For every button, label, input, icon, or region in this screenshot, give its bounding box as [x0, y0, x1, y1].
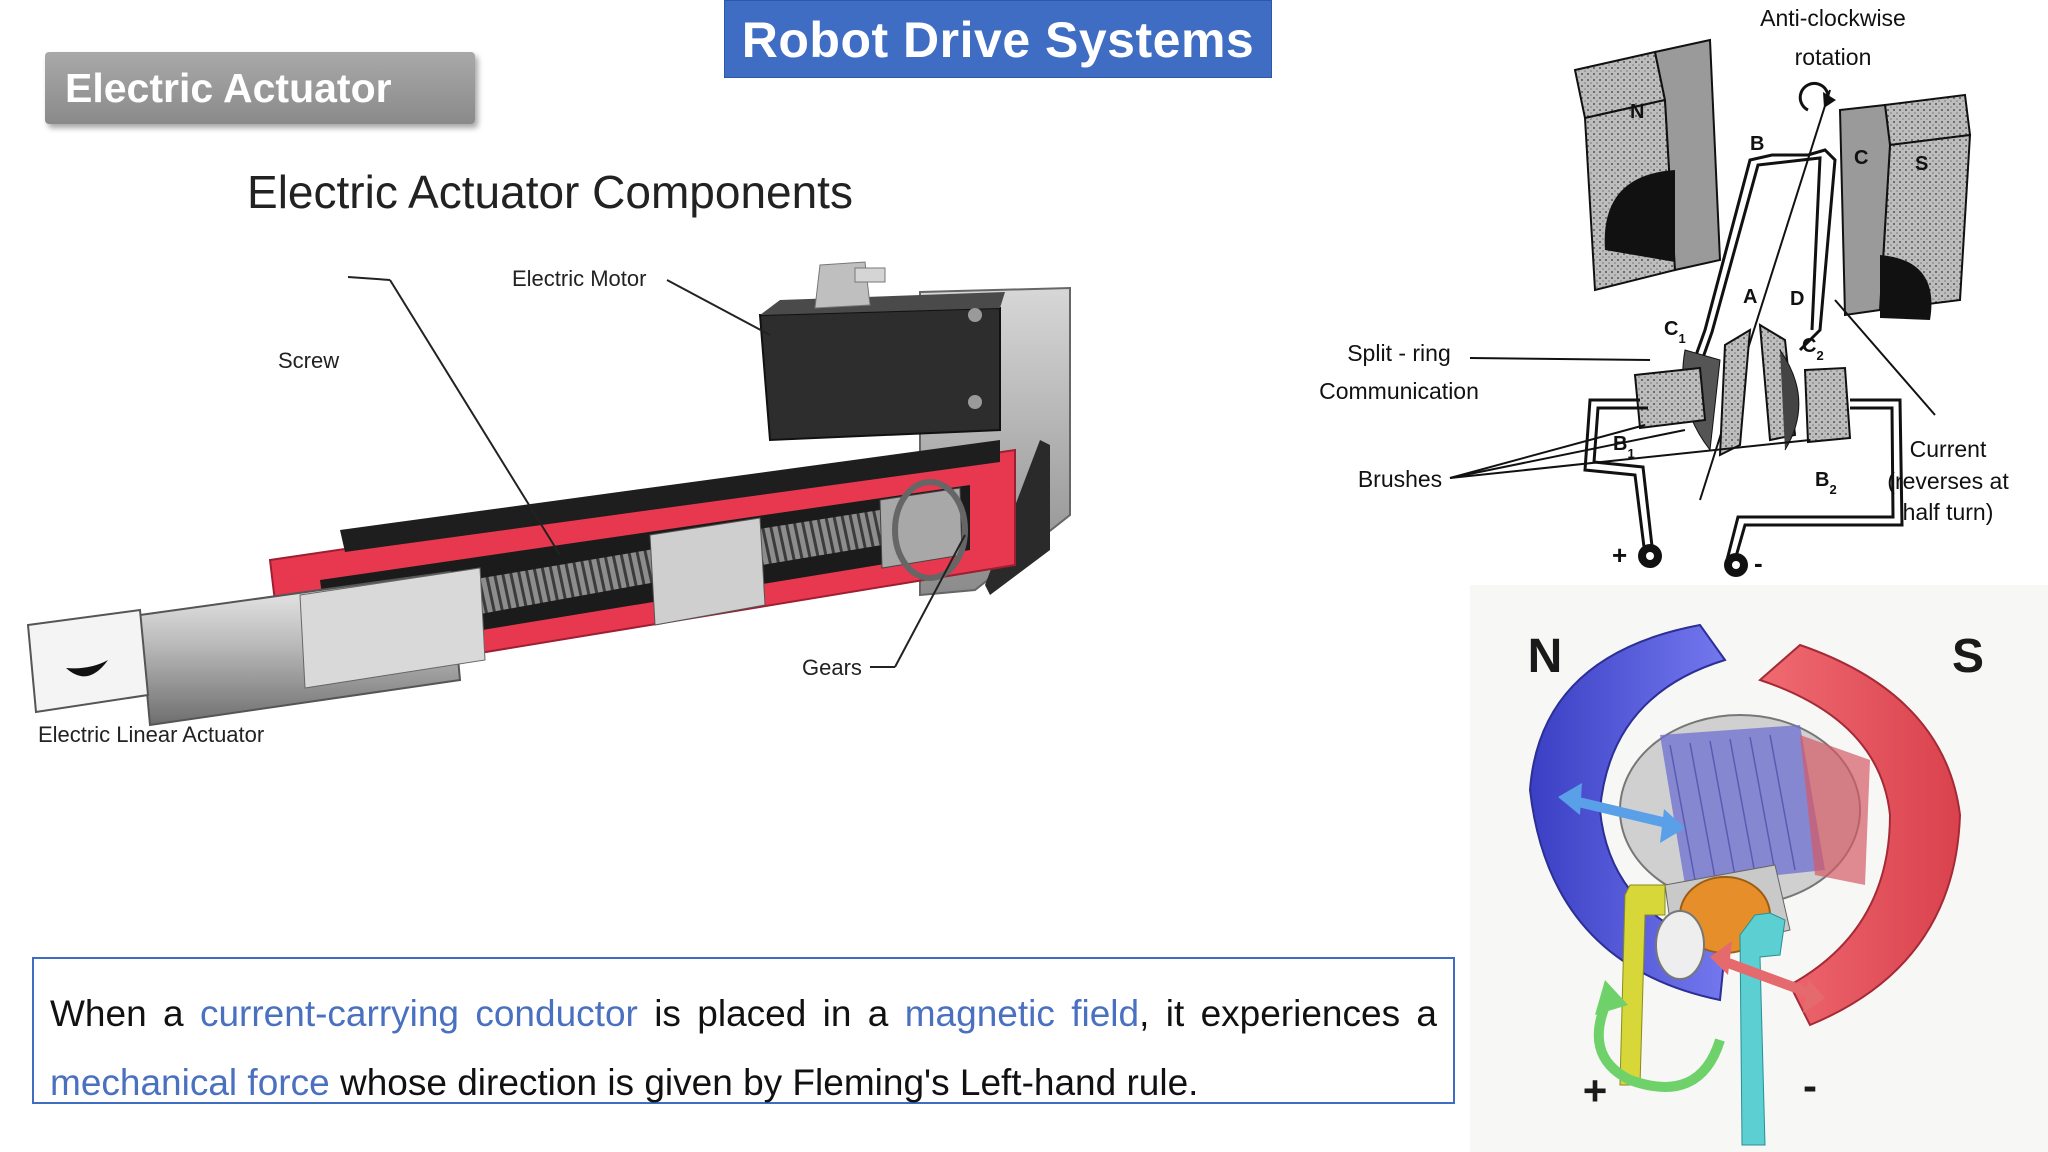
dc-pole-s: S — [1915, 153, 1928, 175]
label-gears: Gears — [802, 655, 862, 680]
info-text-4: whose direction is given by Fleming's Le… — [329, 1062, 1199, 1103]
north-pole-magnet: N — [1573, 38, 1722, 292]
rotation-label-line1: Anti-clockwise — [1760, 5, 1906, 31]
principle-text-box: When a current-carrying conductor is pla… — [32, 957, 1455, 1104]
current-label-line3: half turn) — [1903, 499, 1994, 525]
point-b2: B2 — [1815, 469, 1837, 497]
point-d: D — [1790, 288, 1804, 310]
point-c2: C2 — [1802, 335, 1824, 363]
dc-terminal-plus: + — [1612, 540, 1627, 570]
label-electric-motor: Electric Motor — [512, 266, 646, 291]
rotation-label-line2: rotation — [1795, 44, 1872, 70]
dc-motor-principle-diagram: N S Anti-clockwise rotation Split - ring… — [1319, 5, 2009, 578]
point-c: C — [1854, 147, 1868, 169]
info-text-1: When a — [50, 993, 200, 1034]
dc-motor-3d-diagram: N S + - — [1470, 585, 2048, 1152]
brushes-label: Brushes — [1358, 466, 1442, 492]
current-label-line2: (reverses at — [1887, 468, 2009, 494]
page-title: Robot Drive Systems — [724, 0, 1272, 78]
section-badge: Electric Actuator — [45, 52, 475, 124]
highlight-current-carrying-conductor: current-carrying conductor — [199, 993, 638, 1034]
current-label-line1: Current — [1910, 436, 1987, 462]
info-text-3: , it experiences a — [1139, 993, 1438, 1034]
label-screw: Screw — [278, 348, 339, 373]
motor-3d-terminal-plus: + — [1583, 1067, 1608, 1114]
motor-3d-pole-s: S — [1952, 630, 1984, 683]
split-ring-label-line1: Split - ring — [1347, 340, 1451, 366]
south-pole-magnet: S — [1838, 93, 1972, 320]
point-b1: B1 — [1613, 433, 1635, 461]
highlight-magnetic-field: magnetic field — [904, 993, 1140, 1034]
dc-terminal-minus: - — [1754, 548, 1763, 578]
info-text-2: is placed in a — [637, 993, 905, 1034]
actuator-heading: Electric Actuator Components — [247, 166, 853, 218]
actuator-caption: Electric Linear Actuator — [38, 722, 264, 747]
point-c1: C1 — [1664, 318, 1686, 346]
point-a: A — [1743, 286, 1757, 308]
point-b: B — [1750, 133, 1764, 155]
highlight-mechanical-force: mechanical force — [50, 1062, 330, 1103]
dc-pole-n: N — [1630, 101, 1644, 123]
electric-actuator-diagram: Electric Actuator Components Electric Mo… — [26, 166, 1071, 747]
motor-3d-terminal-minus: - — [1803, 1062, 1817, 1109]
motor-3d-pole-n: N — [1528, 630, 1563, 683]
split-ring-label-line2: Communication — [1319, 378, 1479, 404]
